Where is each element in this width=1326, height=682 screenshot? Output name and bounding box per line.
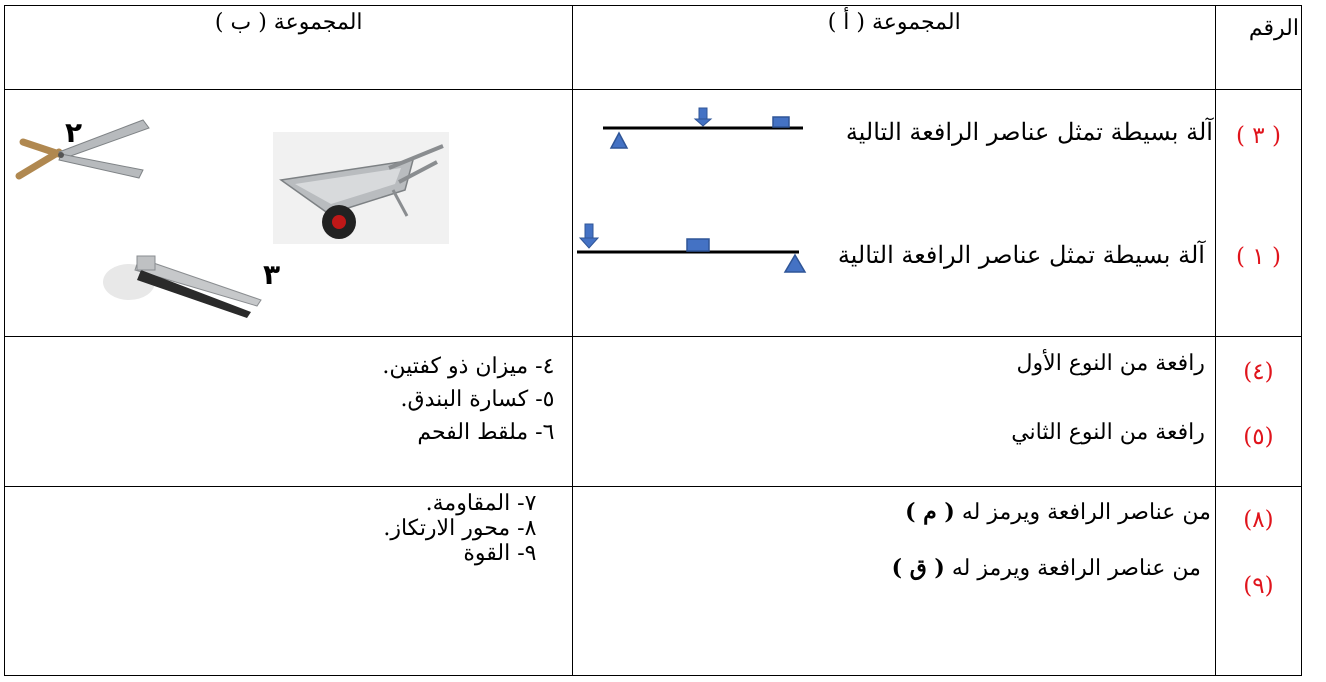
- row1-group-a: آلة بسيطة تمثل عناصر الرافعة التالية آلة…: [572, 89, 1216, 337]
- lever-question-top: آلة بسيطة تمثل عناصر الرافعة التالية: [845, 118, 1213, 146]
- row1-numbers: ( ٣ ) ( ١ ): [1214, 89, 1303, 337]
- number-8: (٨): [1243, 507, 1274, 533]
- number-3: ( ٣ ): [1235, 123, 1281, 149]
- lever-diagram-top: [603, 107, 804, 149]
- row-levers: ( ٣ ) ( ١ ) آلة بسيطة تمثل عناصر الرافعة…: [3, 89, 1303, 337]
- row-lever-types: (٤) (٥) رافعة من النوع الأول رافعة من ال…: [3, 336, 1303, 487]
- load-box-icon: [686, 238, 711, 252]
- number-9: (٩): [1243, 573, 1274, 599]
- element-question-m-text: من عناصر الرافعة ويرمز له: [961, 500, 1211, 525]
- lever-type-second: رافعة من النوع الثاني: [1011, 420, 1205, 445]
- wheelbarrow-icon: [273, 132, 449, 244]
- choice-9: ٩- القوة: [463, 541, 537, 566]
- choice-4: ٤- ميزان ذو كفتين.: [382, 354, 555, 379]
- header-row: الرقم المجموعة ( أ ) المجموعة ( ب ): [3, 5, 1303, 90]
- garlic-press-icon: [103, 255, 262, 318]
- number-5: (٥): [1243, 424, 1274, 450]
- element-question-q-text: من عناصر الرافعة ويرمز له: [951, 556, 1201, 581]
- matching-table: الرقم المجموعة ( أ ) المجموعة ( ب ) ( ٣ …: [3, 5, 1303, 676]
- row3-numbers: (٨) (٩): [1214, 486, 1303, 676]
- element-question-q: من عناصر الرافعة ويرمز له ( ق ): [892, 555, 1201, 581]
- choice-6: ٦- ملقط الفحم: [417, 420, 555, 445]
- load-box-icon: [772, 116, 791, 128]
- lever-type-first: رافعة من النوع الأول: [1016, 351, 1205, 376]
- image-label-2: ٢: [65, 116, 83, 149]
- number-1: ( ١ ): [1235, 244, 1281, 270]
- row-lever-elements: (٨) (٩) من عناصر الرافعة ويرمز له ( م ) …: [3, 486, 1303, 676]
- fulcrum-icon: [610, 131, 629, 149]
- row2-numbers: (٤) (٥): [1214, 336, 1303, 487]
- choice-7: ٧- المقاومة.: [425, 491, 537, 516]
- symbol-q: ( ق ): [891, 555, 945, 581]
- row3-group-b: ٧- المقاومة. ٨- محور الارتكاز. ٩- القوة: [3, 486, 574, 676]
- hedge-shears-icon: [15, 119, 150, 180]
- header-number: الرقم: [1214, 5, 1303, 90]
- image-label-3: ٣: [263, 258, 281, 291]
- element-choices: ٧- المقاومة. ٨- محور الارتكاز. ٩- القوة: [383, 491, 536, 566]
- force-arrow-icon: [698, 107, 708, 121]
- lever-diagram-bottom: [577, 223, 807, 273]
- choice-5: ٥- كسارة البندق.: [400, 387, 555, 412]
- row2-group-b: ٤- ميزان ذو كفتين. ٥- كسارة البندق. ٦- م…: [3, 336, 574, 487]
- row1-group-b: ١ ٢ ٣: [3, 89, 574, 337]
- row2-group-a: رافعة من النوع الأول رافعة من النوع الثا…: [572, 336, 1216, 487]
- lever-question-bottom: آلة بسيطة تمثل عناصر الرافعة التالية: [837, 241, 1205, 269]
- header-group-b: المجموعة ( ب ): [3, 5, 574, 90]
- row3-group-a: من عناصر الرافعة ويرمز له ( م ) من عناصر…: [572, 486, 1216, 676]
- symbol-m: ( م ): [905, 499, 955, 525]
- fulcrum-icon: [784, 253, 807, 273]
- lever-type-choices: ٤- ميزان ذو كفتين. ٥- كسارة البندق. ٦- م…: [382, 351, 554, 450]
- header-group-a: المجموعة ( أ ): [572, 5, 1216, 90]
- element-question-m: من عناصر الرافعة ويرمز له ( م ): [905, 499, 1211, 525]
- choice-8: ٨- محور الارتكاز.: [383, 516, 537, 541]
- number-4: (٤): [1243, 359, 1274, 385]
